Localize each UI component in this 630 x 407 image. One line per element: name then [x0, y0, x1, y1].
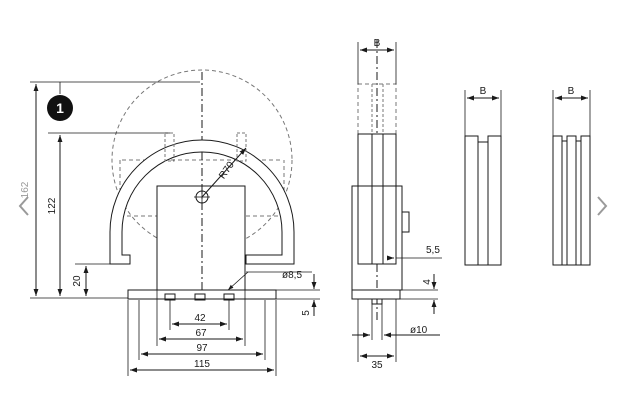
dim-mid-width: 97 [196, 343, 208, 354]
dim-axle-offset: 5,5 [426, 245, 440, 256]
guard-arc [109, 139, 295, 265]
dim-inner-width: 67 [195, 328, 207, 339]
dim-base-depth: 35 [371, 360, 383, 371]
callout-badge: 1 [47, 95, 73, 121]
prev-arrow-icon[interactable] [10, 188, 34, 224]
dim-base-width: 115 [194, 359, 210, 370]
dim-step: 4 [422, 279, 433, 285]
centre-block [156, 185, 246, 291]
dim-height-total: 162 [20, 181, 31, 198]
radius-leader [201, 147, 247, 198]
side-view [351, 40, 442, 362]
side-dimension-labels: B 5,5 4 ø10 35 [371, 38, 440, 371]
dim-radius: R70 [217, 160, 237, 182]
dim-bolt-spacing: 42 [194, 313, 206, 324]
dim-height-axle: 122 [47, 197, 58, 214]
dim-height-base: 20 [72, 275, 83, 287]
profile-a [464, 90, 502, 266]
profile-b [552, 90, 591, 266]
front-view [30, 69, 320, 376]
callout-number: 1 [56, 100, 64, 116]
dim-side-width: B [374, 38, 381, 49]
dim-base-thickness: 5 [301, 310, 312, 316]
dim-hole: ø8,5 [282, 270, 302, 281]
dim-shaft-dia: ø10 [410, 325, 428, 336]
side-body [357, 133, 397, 265]
dim-profile-b-width: B [568, 86, 575, 97]
next-arrow-icon[interactable] [592, 188, 616, 224]
dim-profile-a-width: B [480, 86, 487, 97]
